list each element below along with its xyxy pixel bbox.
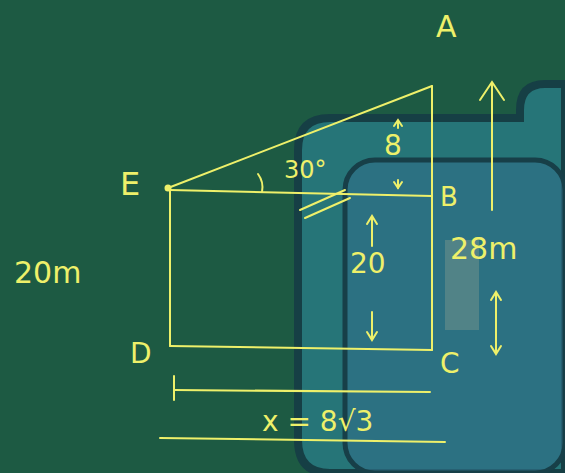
dimension-label: 20 [350, 250, 386, 278]
point-label: E [120, 168, 140, 200]
point-label: C [440, 350, 460, 378]
point-label: A [436, 12, 457, 42]
dimension-label: 28m [450, 234, 517, 264]
dimension-label: 8 [384, 132, 402, 160]
point-label: D [130, 340, 152, 368]
point-label: B [440, 184, 458, 210]
angle-label: 30° [284, 158, 327, 182]
dimension-label: x = 8√3 [262, 408, 373, 436]
dimension-label: 20m [14, 258, 81, 288]
